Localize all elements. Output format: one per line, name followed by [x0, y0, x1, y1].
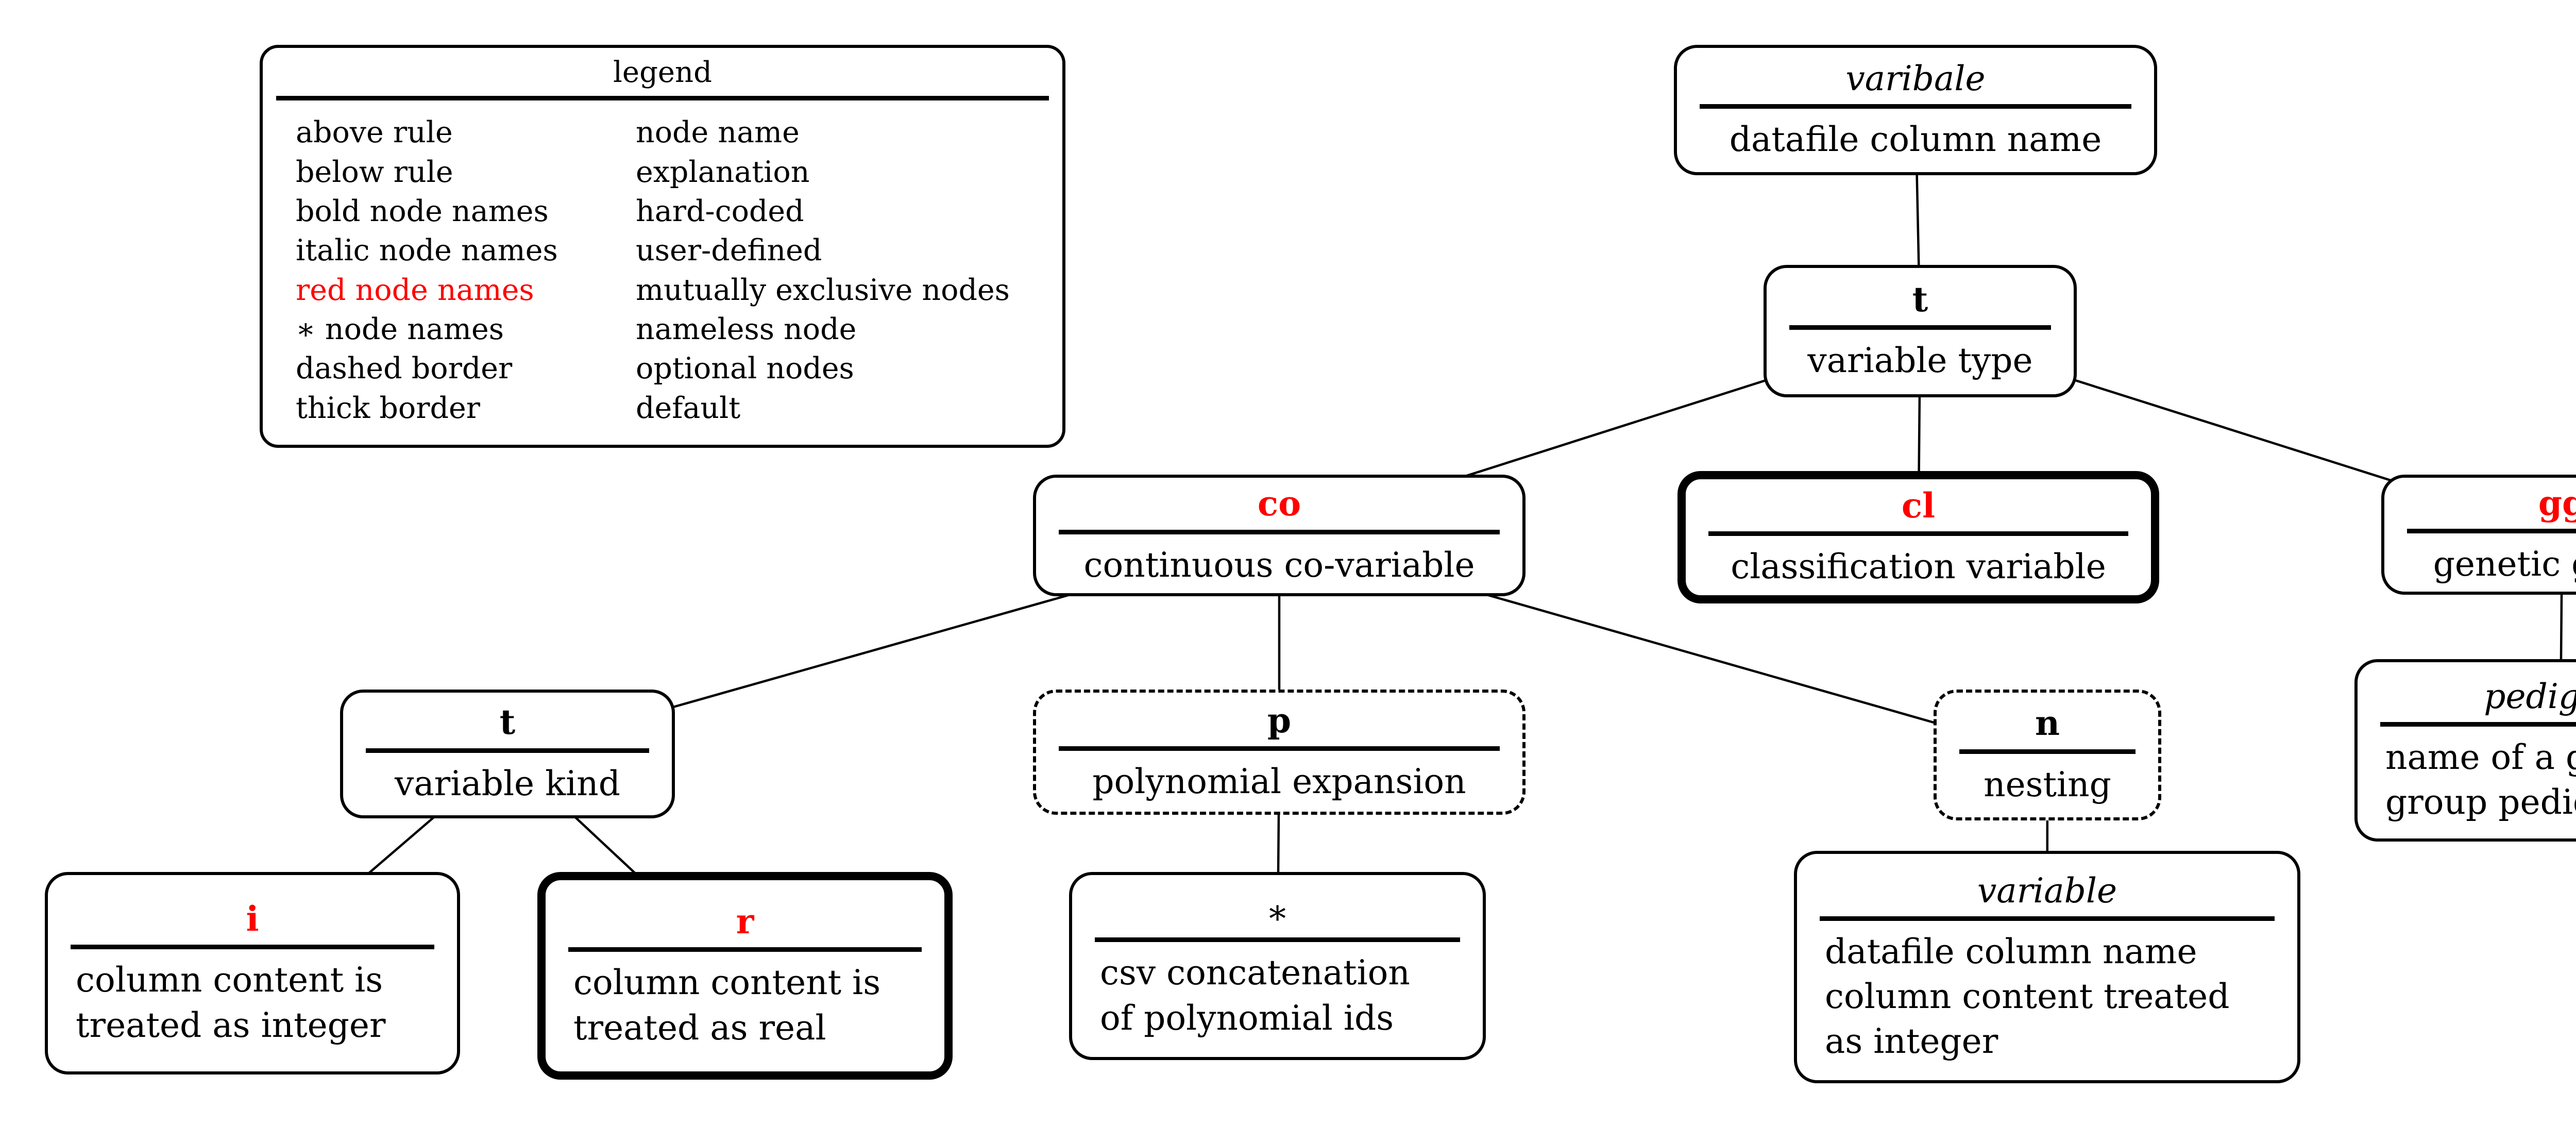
node-i: i column content is treated as integer	[45, 872, 460, 1074]
node-gg: gg genetic groups	[2381, 475, 2576, 595]
node-explanation: csv concatenation of polynomial ids	[1072, 945, 1483, 1040]
node-explanation: column content is treated as real	[546, 955, 944, 1050]
node-rule	[568, 947, 922, 952]
legend-sample: ∗ node names	[296, 312, 504, 347]
legend-sample: bold node names	[296, 194, 549, 228]
node-explanation-line: as integer	[1825, 1021, 1998, 1062]
node-explanation-line: classification variable	[1731, 547, 2106, 587]
node-explanation: variable type	[1767, 333, 2074, 383]
legend-sample: red node names	[296, 273, 534, 307]
node-nest-variable: variable datafile column name column conte…	[1794, 851, 2300, 1083]
legend-title: legend	[613, 56, 712, 89]
node-name: r	[736, 901, 754, 942]
node-explanation-line: treated as integer	[76, 1005, 386, 1045]
legend-meaning: nameless node	[636, 312, 857, 347]
node-r: r column content is treated as real	[537, 872, 953, 1080]
node-explanation-line: variable kind	[395, 763, 620, 803]
node-name: t	[1912, 279, 1928, 320]
node-explanation-line: of polynomial ids	[1100, 998, 1394, 1038]
legend-row: below rule explanation	[263, 153, 1062, 192]
node-explanation: genetic groups	[2384, 536, 2576, 586]
node-name: t	[499, 702, 516, 743]
node-rule	[1059, 529, 1500, 534]
node-explanation-line: column content treated	[1825, 977, 2230, 1017]
node-explanation: datafile column name	[1677, 112, 2154, 162]
node-rule	[71, 945, 434, 950]
node-name: i	[246, 899, 259, 939]
node-explanation: column content is treated as integer	[48, 952, 457, 1047]
legend-sample: thick border	[296, 391, 480, 425]
legend-meaning: explanation	[636, 155, 810, 189]
legend-row: above rule node name	[263, 113, 1062, 152]
node-name: cl	[1901, 485, 1936, 526]
node-explanation-line: csv concatenation	[1100, 953, 1410, 993]
legend-meaning: user-defined	[636, 233, 822, 268]
node-explanation-line: group pedigree	[2385, 782, 2576, 822]
node-cl: cl classification variable	[1677, 471, 2159, 603]
legend-sample: below rule	[296, 155, 453, 189]
legend-row: red node names mutually exclusive nodes	[263, 271, 1062, 310]
node-explanation-line: polynomial expansion	[1092, 762, 1466, 802]
node-name: co	[1257, 483, 1301, 524]
node-co: co continuous co-variable	[1033, 475, 1526, 596]
node-explanation-line: column content is	[76, 960, 383, 1000]
node-explanation-line: column content is	[573, 963, 881, 1003]
node-rule	[366, 748, 649, 753]
node-pedigree: pedigree name of a genetic group pedigree	[2354, 659, 2576, 842]
node-name: n	[2035, 703, 2060, 744]
legend-meaning: hard-coded	[636, 194, 804, 228]
node-rule	[1095, 937, 1460, 943]
node-name: variable	[1977, 870, 2117, 911]
node-explanation-line: genetic groups	[2433, 544, 2576, 584]
legend-meaning: node name	[636, 115, 800, 150]
node-explanation: name of a genetic group pedigree	[2358, 730, 2576, 825]
node-explanation: variable kind	[343, 756, 672, 806]
legend-row: dashed border optional nodes	[263, 349, 1062, 388]
node-rule	[1700, 104, 2131, 109]
legend-sample: italic node names	[296, 233, 558, 268]
node-explanation: nesting	[1937, 757, 2158, 807]
legend-rule	[276, 96, 1049, 101]
legend-rows: above rule node name below rule explanation…	[263, 113, 1062, 428]
legend-meaning: default	[636, 391, 741, 425]
node-rule	[1708, 531, 2128, 536]
node-rule	[2380, 721, 2576, 727]
node-name: ∗	[1266, 892, 1289, 932]
node-explanation-line: continuous co-variable	[1083, 545, 1475, 585]
legend-meaning: mutually exclusive nodes	[636, 273, 1010, 307]
node-rule	[1059, 746, 1500, 751]
node-explanation-line: name of a genetic	[2385, 737, 2576, 777]
node-name: varibale	[1845, 58, 1986, 98]
node-name: gg	[2538, 482, 2576, 523]
node-explanation-line: treated as real	[573, 1008, 826, 1048]
legend-row: thick border default	[263, 389, 1062, 428]
legend-row: ∗ node names nameless node	[263, 310, 1062, 349]
legend-row: italic node names user-defined	[263, 231, 1062, 270]
node-explanation: classification variable	[1686, 539, 2151, 589]
node-rule	[2407, 529, 2576, 534]
node-explanation-line: datafile column name	[1825, 931, 2197, 971]
node-t-kind: t variable kind	[340, 690, 675, 818]
node-explanation: polynomial expansion	[1036, 754, 1522, 804]
legend-box: legend above rule node name below rule expl…	[260, 45, 1065, 448]
node-rule	[1959, 749, 2136, 754]
legend-sample: dashed border	[296, 351, 513, 386]
legend-row: bold node names hard-coded	[263, 192, 1062, 231]
node-n: n nesting	[1934, 690, 2161, 820]
legend-meaning: optional nodes	[636, 351, 854, 386]
node-explanation: datafile column name column content treat…	[1797, 924, 2297, 1064]
node-explanation: continuous co-variable	[1036, 538, 1522, 587]
node-rule	[1820, 916, 2275, 921]
node-t-type: t variable type	[1764, 265, 2077, 397]
node-explanation-line: variable type	[1807, 341, 2033, 381]
node-explanation-line: datafile column name	[1729, 120, 2102, 160]
node-name: pedigree	[2484, 676, 2576, 716]
node-explanation-line: nesting	[1984, 764, 2111, 804]
legend-sample: above rule	[296, 115, 453, 150]
node-name: p	[1267, 700, 1292, 741]
node-star: ∗ csv concatenation of polynomial ids	[1069, 872, 1486, 1060]
node-p: p polynomial expansion	[1033, 690, 1526, 815]
node-variable-root: varibale datafile column name	[1674, 45, 2157, 175]
node-rule	[1789, 325, 2051, 330]
